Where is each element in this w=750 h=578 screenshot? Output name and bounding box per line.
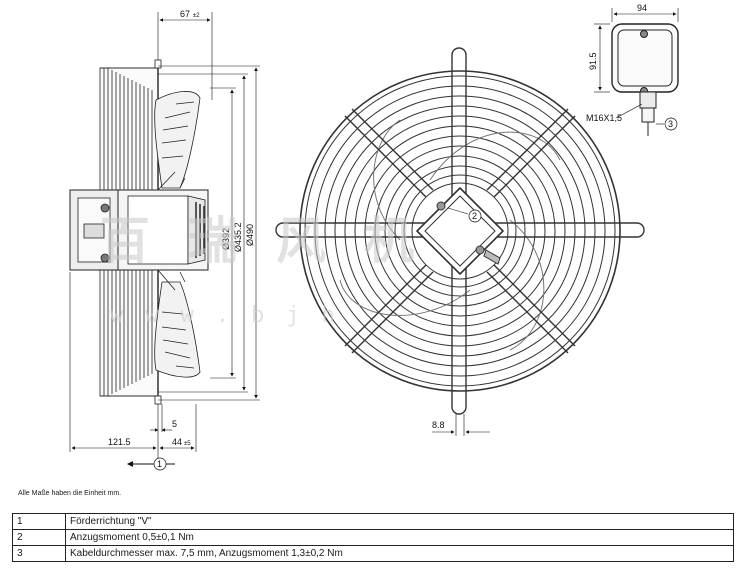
legend-row: 3 Kabeldurchmesser max. 7,5 mm, Anzugsmo… [12, 545, 734, 562]
legend-text: Anzugsmoment 0,5±0,1 Nm [65, 529, 734, 546]
lower-blade [154, 281, 201, 378]
thread-m16: M16X1,5 [586, 113, 622, 123]
dim-392: Ø392 [221, 228, 231, 250]
terminal-dimensions [594, 8, 679, 125]
legend-text: Kabeldurchmesser max. 7,5 mm, Anzugsmome… [65, 545, 734, 562]
legend-number: 1 [12, 513, 66, 530]
dim-490: Ø490 [245, 224, 255, 246]
front-view [275, 47, 645, 415]
technical-drawing: 67 ±2 Ø392 Ø435.2 Ø490 121.5 5 44 ±5 1 [69, 3, 679, 471]
dim-121: 121.5 [108, 437, 131, 447]
dim-94: 94 [637, 3, 647, 13]
dim-67-tol: ±2 [193, 13, 200, 19]
side-view [69, 59, 209, 405]
dim-5: 5 [172, 419, 177, 429]
legend-text: Förderrichtung "V" [65, 513, 734, 530]
units-note: Alle Maße haben die Einheit mm. [18, 490, 122, 497]
legend-row: 1 Förderrichtung "V" [12, 513, 734, 530]
dim-435: Ø435.2 [233, 222, 243, 252]
legend-row: 2 Anzugsmoment 0,5±0,1 Nm [12, 529, 734, 546]
dim-44-tol: ±5 [184, 441, 191, 447]
mount-screw-bottom [475, 245, 485, 255]
guard-outer-ring [299, 70, 621, 392]
mount-screw-top [436, 201, 446, 211]
legend-table: 1 Förderrichtung "V" 2 Anzugsmoment 0,5±… [12, 513, 734, 562]
terminal-box-detail [611, 23, 679, 136]
svg-text:3: 3 [668, 119, 673, 129]
dim-8-8: 8.8 [432, 420, 445, 430]
legend-number: 2 [12, 529, 66, 546]
watermark-text: 百瑞风机 [100, 212, 452, 270]
callout-1: 1 [153, 457, 167, 471]
svg-text:1: 1 [157, 459, 162, 469]
front-dimensions [432, 207, 490, 436]
callout-2: 2 [468, 209, 482, 223]
svg-text:2: 2 [472, 211, 477, 221]
watermark-url: www.bjh [110, 303, 357, 328]
side-dimensions [69, 12, 260, 470]
dim-44: 44 [172, 437, 182, 447]
legend-number: 3 [12, 545, 66, 562]
callout-3: 3 [664, 117, 678, 131]
dim-67: 67 [180, 9, 190, 19]
dim-91-5: 91.5 [588, 52, 598, 70]
upper-blade [154, 91, 201, 189]
